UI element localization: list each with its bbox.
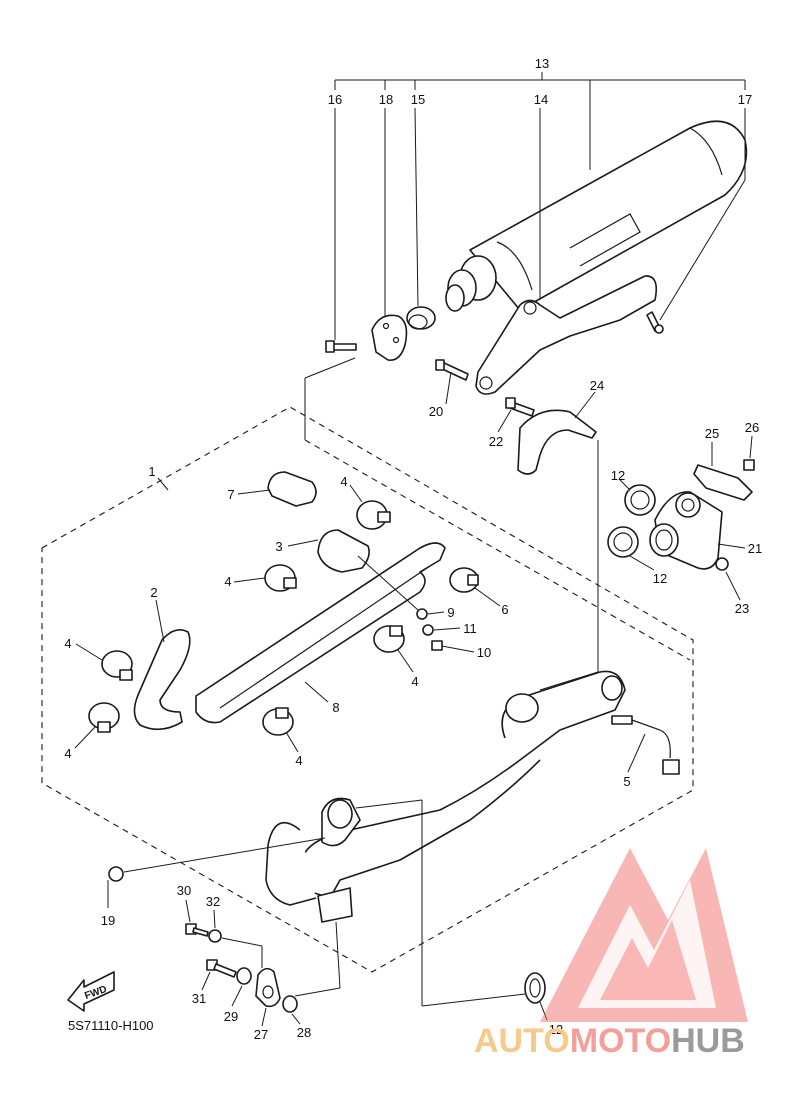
- svg-text:AUTOMOTOHUB: AUTOMOTOHUB: [474, 1022, 745, 1060]
- callout-15: 15: [411, 92, 425, 107]
- leader-lines: [74, 72, 753, 1027]
- callout-4-a: 4: [340, 474, 347, 489]
- callout-4-d: 4: [64, 746, 71, 761]
- clamp-4-c: [101, 650, 133, 681]
- collar-29: [236, 967, 252, 985]
- callout-14: 14: [534, 92, 548, 107]
- protector-2: [133, 629, 191, 731]
- callout-7: 7: [227, 487, 234, 502]
- callout-30: 30: [177, 883, 191, 898]
- watermark-text: AUTOMOTOHUB: [474, 1022, 745, 1060]
- cover-7: [267, 471, 317, 507]
- callout-18: 18: [379, 92, 393, 107]
- callout-17: 17: [738, 92, 752, 107]
- callout-28: 28: [297, 1025, 311, 1040]
- callout-19: 19: [101, 913, 115, 928]
- clamp-4-a: [356, 500, 391, 530]
- callout-4-f: 4: [295, 753, 302, 768]
- watermark-word-moto: MOTO: [570, 1022, 671, 1060]
- gasket-12-middle: [607, 526, 639, 558]
- nut-23: [715, 557, 729, 571]
- callout-25: 25: [705, 426, 719, 441]
- watermark-word-hub: HUB: [671, 1022, 745, 1060]
- nut-9: [416, 608, 428, 620]
- muffler-assembly: [445, 120, 748, 312]
- washer-11: [422, 624, 434, 636]
- diagram-code: 5S71110-H100: [68, 1018, 154, 1033]
- clamp-4-f: [262, 707, 294, 736]
- callout-9: 9: [447, 605, 454, 620]
- clamp-18: [371, 314, 408, 362]
- callout-4-c: 4: [64, 636, 71, 651]
- callout-5: 5: [623, 774, 630, 789]
- bolt-10: [431, 640, 443, 651]
- sensor-5: [611, 715, 680, 775]
- callout-2: 2: [150, 585, 157, 600]
- assembly-1-outline: [41, 406, 694, 973]
- callout-11: 11: [463, 621, 477, 636]
- callout-4-e: 4: [411, 674, 418, 689]
- callout-24: 24: [590, 378, 604, 393]
- nut-19: [108, 866, 124, 882]
- callout-1: 1: [148, 464, 155, 479]
- watermark-logo-icon: [540, 848, 748, 1022]
- bracket-27: [255, 967, 281, 1008]
- cover-3: [317, 529, 370, 573]
- callout-16: 16: [328, 92, 342, 107]
- callout-23: 23: [735, 601, 749, 616]
- callout-31: 31: [192, 991, 206, 1006]
- callout-12-b: 12: [653, 571, 667, 586]
- protector-24: [517, 409, 597, 475]
- washer-32: [208, 929, 222, 943]
- reference-line: [304, 439, 691, 661]
- callout-12-c: 12: [549, 1022, 563, 1037]
- muffler-bracket: [475, 275, 658, 395]
- protector-8: [195, 542, 446, 724]
- callout-4-b: 4: [224, 574, 231, 589]
- callout-22: 22: [489, 434, 503, 449]
- exhaust-pipe: [299, 670, 626, 899]
- clamp-4-b: [264, 564, 297, 592]
- callout-6: 6: [501, 602, 508, 617]
- callout-8: 8: [332, 700, 339, 715]
- callout-13: 13: [535, 56, 549, 71]
- clamp-6: [449, 567, 479, 593]
- gasket-12-upper: [624, 484, 656, 516]
- damper-28: [282, 995, 298, 1013]
- callout-32: 32: [206, 894, 220, 909]
- bolt-26: [743, 459, 755, 471]
- fwd-arrow-icon: FWD: [67, 971, 115, 1012]
- cover-25: [693, 464, 753, 501]
- callout-29: 29: [224, 1009, 238, 1024]
- callout-10: 10: [477, 645, 491, 660]
- watermark-word-auto: AUTO: [474, 1022, 570, 1060]
- callout-12-a: 12: [611, 468, 625, 483]
- callout-21: 21: [748, 541, 762, 556]
- callout-26: 26: [745, 420, 759, 435]
- gasket-12-lower: [524, 972, 546, 1004]
- callout-3: 3: [275, 539, 282, 554]
- callout-labels: 13 16 18 15 14 17 20 22 24 25 26 1 7 4 3…: [64, 56, 762, 1042]
- clamp-4-e: [373, 625, 405, 653]
- callout-27: 27: [254, 1027, 268, 1042]
- clamp-4-d: [88, 702, 120, 733]
- callout-20: 20: [429, 404, 443, 419]
